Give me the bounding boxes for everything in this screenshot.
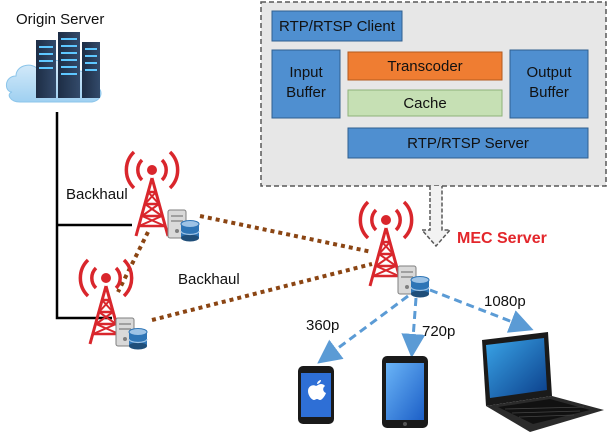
origin-server-label: Origin Server [16, 11, 104, 28]
output-buffer-block [509, 49, 589, 119]
rtp-server-label: RTP/RTSP Server [407, 135, 529, 152]
mec-detail-panel: RTP/RTSP Client Input Buffer Transcoder … [260, 1, 607, 187]
stream-label-720p: 720p [422, 323, 455, 340]
mec-server-icon [397, 265, 430, 299]
link-tower1-tower2 [116, 231, 150, 293]
stream-arrows [317, 288, 534, 364]
input-buffer-label-line2: Buffer [286, 84, 326, 101]
laptop-icon [482, 332, 604, 432]
tower-2-server-icon [115, 317, 148, 351]
output-buffer-label-line1: Output [526, 64, 572, 81]
link-tower2-mec [151, 262, 373, 322]
stream-arrow-720p [401, 297, 426, 358]
stream-arrow-1080p [429, 288, 534, 333]
stream-label-1080p: 1080p [484, 293, 526, 310]
origin-server-icon [6, 32, 102, 103]
backhaul-wired-line [55, 112, 112, 320]
cache-block [347, 89, 503, 117]
transcoder-label: Transcoder [387, 58, 462, 75]
transcoder-block [347, 51, 503, 81]
rtp-client-block [271, 10, 403, 42]
panel-callout-arrow [420, 186, 452, 248]
rtp-client-label: RTP/RTSP Client [279, 18, 396, 35]
wireless-backhaul-links [116, 214, 373, 322]
link-tower1-mec [199, 214, 373, 254]
input-buffer-label-line1: Input [289, 64, 323, 81]
mec-server-label: MEC Server [457, 230, 547, 247]
apple-phone-icon [298, 366, 334, 424]
tower-1-server-icon [167, 209, 200, 243]
rtp-server-block [347, 127, 589, 159]
cache-label: Cache [403, 95, 446, 112]
backhaul-top-label: Backhaul [66, 186, 128, 203]
stream-label-360p: 360p [306, 317, 339, 334]
output-buffer-label-line2: Buffer [529, 84, 569, 101]
tablet-icon [382, 356, 428, 428]
input-buffer-block [271, 49, 341, 119]
backhaul-mid-label: Backhaul [178, 271, 240, 288]
stream-arrow-360p [317, 294, 409, 364]
